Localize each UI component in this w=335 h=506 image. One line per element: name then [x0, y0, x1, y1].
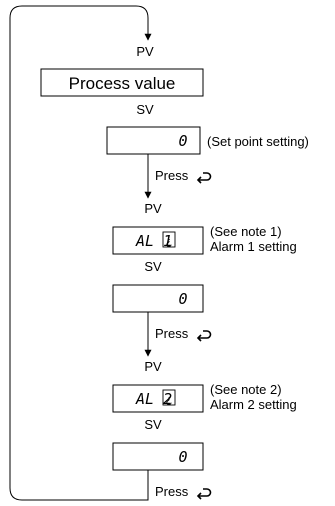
alarm1-note-1: (See note 1) [210, 224, 282, 239]
sv-label-1: SV [136, 102, 154, 117]
alarm-symbol-2: ¿ [166, 394, 173, 406]
mode-key-icon-3 [196, 488, 212, 500]
alarm2-note-1: (See note 2) [210, 382, 282, 397]
alarm-symbol-1: ¿ [166, 236, 173, 248]
sv-display-value-2: 0 [178, 290, 187, 308]
mode-key-icon-2 [196, 330, 212, 342]
press-label-2: Press [155, 326, 189, 341]
sv-display-2 [112, 284, 204, 313]
press-label-1: Press [155, 168, 189, 183]
sv-display-value-1: 0 [178, 132, 187, 150]
pv-display-text-1: Process value [69, 74, 176, 93]
set-point-note: (Set point setting) [207, 134, 309, 149]
pv-label-2: PV [144, 201, 162, 216]
sv-label-2: SV [144, 259, 162, 274]
return-loop-line [9, 5, 152, 501]
pv-display-alarm-1 [112, 226, 204, 255]
alarm-symbol-box-1 [162, 231, 176, 248]
sv-label-3: SV [144, 417, 162, 432]
pv-display-alarm-2 [112, 384, 204, 413]
pv-display-process-value [40, 68, 204, 97]
alarm2-note-2: Alarm 2 setting [210, 397, 297, 412]
pv-label-1: PV [136, 44, 154, 59]
mode-key-icon [196, 172, 212, 184]
press-label-3: Press [155, 484, 189, 499]
alarm1-note-2: Alarm 1 setting [210, 239, 297, 254]
sv-display-1 [106, 126, 201, 155]
sv-display-3 [112, 442, 204, 471]
pv-label-3: PV [144, 359, 162, 374]
alarm-symbol-box-2 [162, 389, 176, 406]
sv-display-value-3: 0 [178, 448, 187, 466]
